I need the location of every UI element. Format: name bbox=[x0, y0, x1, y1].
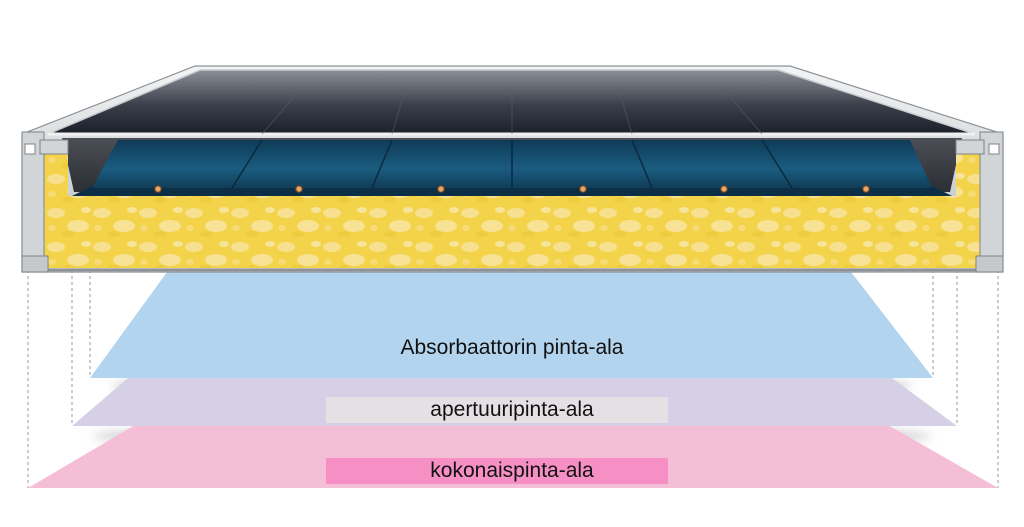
aperture-label-box bbox=[326, 397, 668, 423]
total-area-layer bbox=[28, 425, 998, 488]
insulation bbox=[42, 196, 982, 268]
absorber-plate bbox=[72, 186, 952, 196]
collector-body bbox=[21, 65, 1004, 273]
aperture-area-text: apertuuripinta-ala bbox=[430, 398, 594, 421]
total-area-text: kokonaispinta-ala bbox=[430, 459, 594, 482]
total-area-label: kokonaispinta-ala bbox=[0, 459, 1024, 483]
riser-tubes bbox=[154, 185, 870, 193]
absorber-area-text: Absorbaattorin pinta-ala bbox=[400, 336, 624, 359]
projection-lines bbox=[27, 270, 999, 488]
aperture-area-label: apertuuripinta-ala bbox=[0, 398, 1024, 422]
total-label-box bbox=[326, 458, 668, 484]
absorber-area-label: Absorbaattorin pinta-ala bbox=[0, 336, 1024, 360]
absorber-area-layer bbox=[90, 268, 933, 378]
